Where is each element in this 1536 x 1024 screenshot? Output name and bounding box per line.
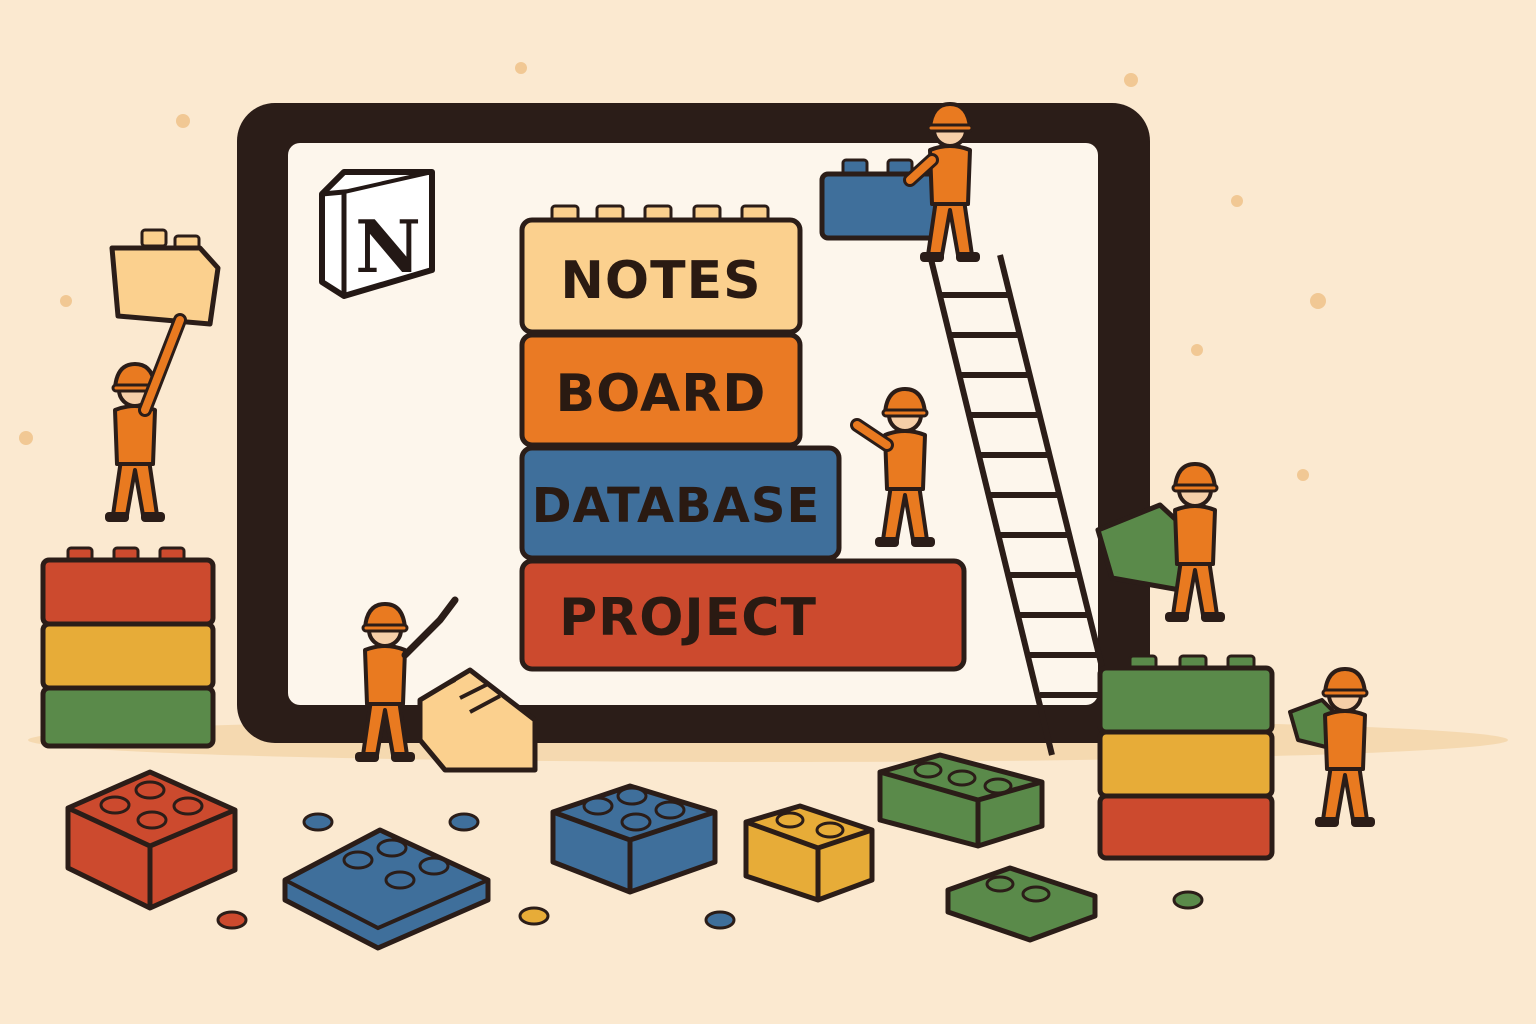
worker-icon-top bbox=[903, 102, 982, 264]
brick-icon-yellow-floor bbox=[743, 803, 875, 903]
worker-icon-engraver bbox=[353, 596, 459, 764]
brick-icon-red-floor bbox=[65, 769, 238, 911]
brick-icon-cream-overhead bbox=[109, 228, 221, 327]
brick-label-project: PROJECT bbox=[559, 588, 817, 648]
background-dots bbox=[19, 62, 1326, 481]
brick-tower-right bbox=[1097, 654, 1275, 861]
brick-tower-left bbox=[40, 546, 216, 749]
brick-label-database: DATABASE bbox=[532, 478, 821, 534]
brick-icon-blue-floor bbox=[550, 783, 718, 895]
brick-icon-green-floor-flat bbox=[945, 865, 1098, 943]
loose-studs bbox=[216, 812, 1204, 930]
brick-icon-cream-engraving bbox=[417, 667, 538, 773]
brick-notes: NOTES bbox=[519, 217, 803, 335]
worker-icon-left bbox=[103, 313, 187, 524]
brick-stack: NOTES BOARD DATABASE PROJECT bbox=[519, 204, 967, 672]
brick-icon-green-floor bbox=[877, 752, 1045, 849]
brick-label-notes: NOTES bbox=[560, 251, 761, 311]
brick-icon-blue-floor-flat bbox=[282, 827, 491, 951]
brick-database: DATABASE bbox=[519, 445, 842, 561]
brick-board: BOARD bbox=[519, 332, 803, 448]
brick-project: PROJECT bbox=[519, 558, 967, 672]
notion-logo-icon: N bbox=[319, 169, 435, 299]
worker-icon-climbing bbox=[850, 387, 937, 549]
brick-icon-blue-carried bbox=[819, 158, 939, 241]
logo-letter: N bbox=[355, 204, 421, 289]
ladder-icon bbox=[927, 254, 1123, 756]
brick-label-board: BOARD bbox=[556, 364, 767, 424]
